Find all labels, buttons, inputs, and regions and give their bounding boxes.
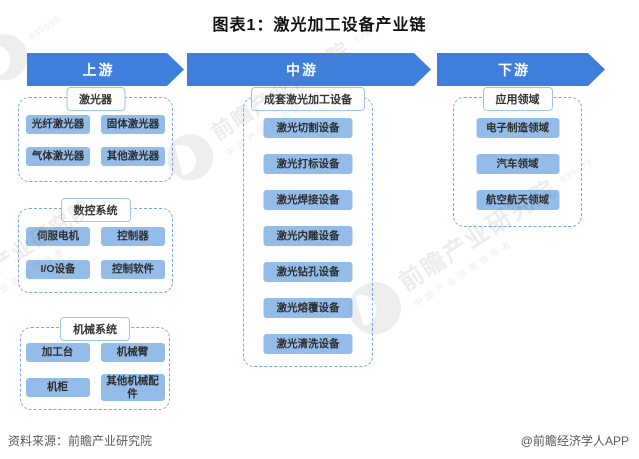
item-box: 航空航天领域 <box>476 190 559 210</box>
group-lasers-items: 光纤激光器 固体激光器 气体激光器 其他激光器 <box>19 115 172 166</box>
group-cnc-system-items: 伺服电机 控制器 I/O设备 控制软件 <box>19 227 172 279</box>
item-box: 电子制造领域 <box>476 118 559 138</box>
item-box: 激光熔覆设备 <box>263 298 353 318</box>
arrow-upstream: 上游 <box>27 53 184 86</box>
item-box: 机柜 <box>25 378 90 398</box>
item-box: 激光切割设备 <box>263 118 353 138</box>
arrow-midstream: 中游 <box>187 53 431 86</box>
group-application-fields-items: 电子制造领域 汽车领域 航空航天领域 <box>476 118 559 210</box>
group-application-fields: 应用领域 电子制造领域 汽车领域 航空航天领域 <box>453 87 582 227</box>
group-mechanical-system-header: 机械系统 <box>60 317 130 341</box>
group-mechanical-system: 机械系统 加工台 机械臂 机柜 其他机械配件 <box>20 317 170 410</box>
item-box: 激光焊接设备 <box>263 190 353 210</box>
group-mechanical-system-items: 加工台 机械臂 机柜 其他机械配件 <box>21 343 169 402</box>
item-box: 气体激光器 <box>26 147 90 166</box>
credit-note: @前瞻经济学人APP <box>520 434 629 448</box>
group-cnc-system: 数控系统 伺服电机 控制器 I/O设备 控制软件 <box>18 198 173 293</box>
item-box: I/O设备 <box>26 260 90 279</box>
item-box: 激光钻孔设备 <box>263 262 353 282</box>
item-box: 激光打标设备 <box>263 154 353 174</box>
item-box: 其他机械配件 <box>100 374 165 402</box>
item-box: 加工台 <box>25 343 90 362</box>
item-box: 激光清洗设备 <box>263 334 353 354</box>
arrow-downstream: 下游 <box>437 53 605 86</box>
item-box: 控制器 <box>101 227 165 246</box>
source-note: 资料来源：前瞻产业研究院 <box>8 434 153 448</box>
item-box: 机械臂 <box>100 343 165 362</box>
group-application-fields-header: 应用领域 <box>482 87 553 111</box>
group-lasers-header: 激光器 <box>66 87 125 111</box>
item-box: 激光内雕设备 <box>263 226 353 246</box>
item-box: 伺服电机 <box>26 227 90 246</box>
item-box: 光纤激光器 <box>26 115 90 134</box>
page-title: 图表1：激光加工设备产业链 <box>212 17 427 34</box>
item-box: 固体激光器 <box>101 115 165 134</box>
group-laser-equipment-header: 成套激光加工设备 <box>251 87 365 111</box>
group-cnc-system-header: 数控系统 <box>60 198 131 222</box>
item-box: 控制软件 <box>101 260 165 279</box>
group-laser-equipment-items: 激光切割设备 激光打标设备 激光焊接设备 激光内雕设备 激光钻孔设备 激光熔覆设… <box>263 118 353 354</box>
group-laser-equipment: 成套激光加工设备 激光切割设备 激光打标设备 激光焊接设备 激光内雕设备 激光钻… <box>243 87 373 367</box>
item-box: 其他激光器 <box>101 147 165 166</box>
item-box: 汽车领域 <box>476 154 559 174</box>
group-lasers: 激光器 光纤激光器 固体激光器 气体激光器 其他激光器 <box>18 87 173 182</box>
